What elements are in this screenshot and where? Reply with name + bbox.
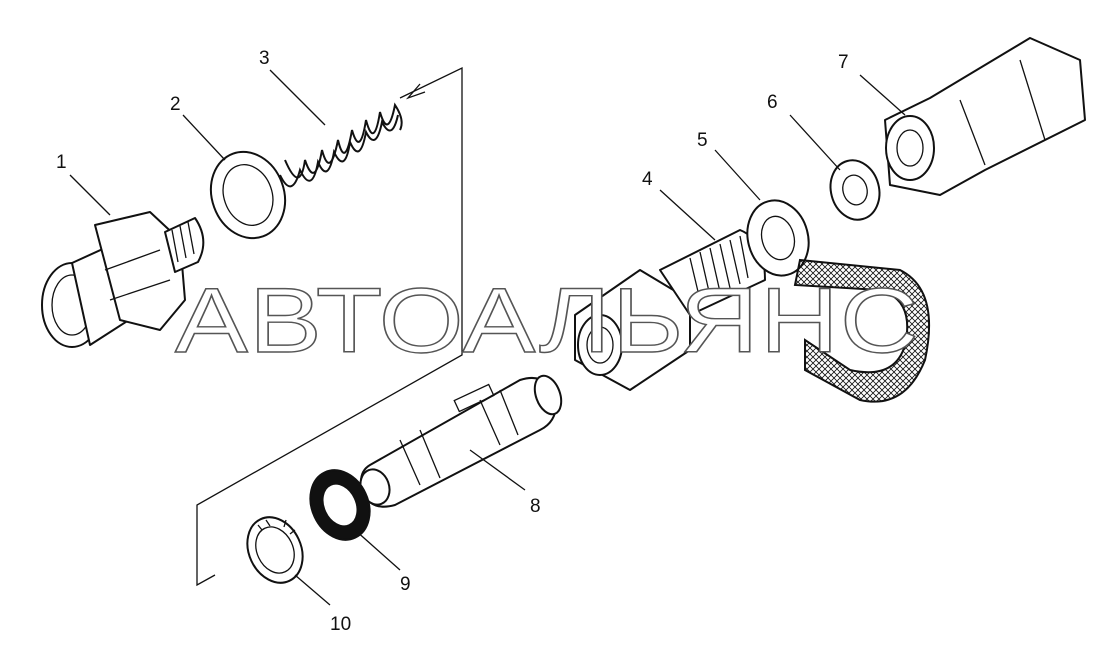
watermark: АВТОАЛЬЯНС (175, 270, 920, 372)
callout-10: 10 (330, 614, 351, 635)
part-6-small-nut (829, 159, 881, 221)
callout-leaders (69, 69, 906, 606)
part-8-valve-stem (359, 374, 563, 508)
callout-4: 4 (642, 169, 653, 190)
part-4-fitting-nut (574, 229, 766, 391)
part-2-washer (209, 150, 287, 240)
callout-3: 3 (259, 48, 270, 69)
callout-9: 9 (400, 574, 411, 595)
callout-labels: 1 2 3 4 5 6 7 8 9 10 (56, 48, 849, 635)
part-1-union-body (41, 211, 205, 348)
part-7-hex-coupling (884, 37, 1086, 196)
assembly-guide-lines (196, 66, 463, 587)
part-9-seal-ring (309, 469, 371, 541)
insertion-arrow-icon (405, 83, 426, 100)
callout-8: 8 (530, 496, 541, 517)
callout-6: 6 (767, 92, 778, 113)
callout-5: 5 (697, 130, 708, 151)
part-10-knurled-ring (246, 516, 304, 584)
callout-2: 2 (170, 94, 181, 115)
part-3-spring (279, 102, 403, 188)
callout-7: 7 (838, 52, 849, 73)
callout-1: 1 (56, 152, 67, 173)
part-5-eyelet-lug (746, 199, 931, 403)
